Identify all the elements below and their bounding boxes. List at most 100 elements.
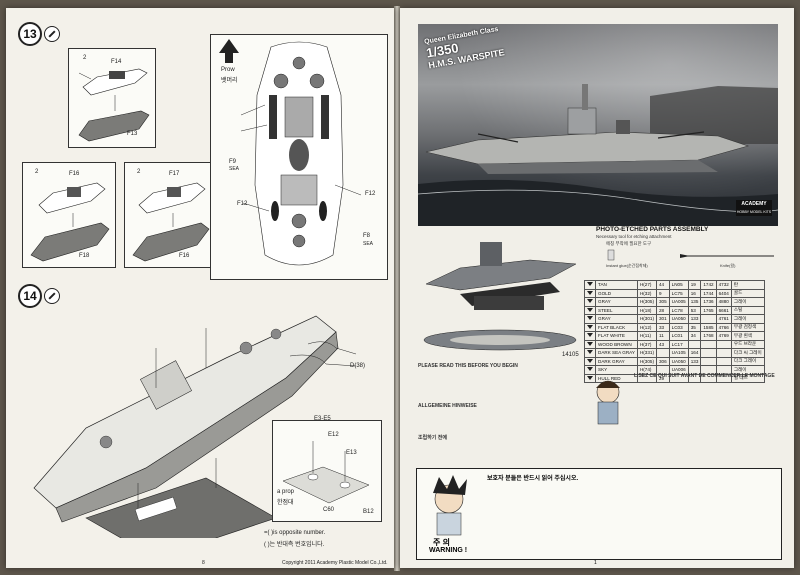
paint-cell: H(305) xyxy=(636,297,657,307)
paint-cell: LC17 xyxy=(668,339,689,349)
paint-cell: 28 xyxy=(655,305,670,315)
prow-label-kr: 뱃머리 xyxy=(221,78,238,84)
glue-icon xyxy=(44,288,60,304)
paint-marker-icon xyxy=(584,373,596,383)
part-label-e12: E12 xyxy=(328,432,339,438)
paint-cell: H(331) xyxy=(636,348,657,358)
step-13-number: 13 xyxy=(18,22,42,46)
pe-note: Necessary tool for etching attachment xyxy=(596,234,672,239)
mascot-illustration xyxy=(596,380,620,425)
paint-cell: 135 xyxy=(687,297,702,307)
paint-cell: 4769 xyxy=(715,331,732,341)
paint-cell: 골드 xyxy=(730,288,765,298)
prow-label: Prow xyxy=(221,67,235,73)
part-label-f8: F8 xyxy=(363,233,371,239)
sub-assembly-box-a: 2 F14 F13 xyxy=(68,48,156,148)
paint-cell: 4766 xyxy=(715,322,732,332)
paint-cell xyxy=(687,339,702,349)
sub-assembly-box-b: 2 F16 F18 xyxy=(22,162,116,268)
paint-cell: LC01 xyxy=(668,331,689,341)
paint-cell: 43 xyxy=(655,339,670,349)
deck-plan-diagram xyxy=(219,39,362,266)
opposite-note-kr: ( )는 반대측 번호입니다. xyxy=(264,542,325,548)
count-label: 2 xyxy=(83,55,87,61)
glue-icon xyxy=(44,26,60,42)
paint-cell xyxy=(715,356,732,366)
opposite-note: =( )is opposite number. xyxy=(264,530,326,536)
instruction-page-left: 13 2 F14 F13 2 F16 F18 2 F xyxy=(6,8,394,568)
part-label-e13: E13 xyxy=(346,450,357,456)
paint-cell xyxy=(700,356,717,366)
paint-cell: 우드 브라운 xyxy=(730,339,765,349)
paint-cell: 1768 xyxy=(700,331,717,341)
paint-cell: 11 xyxy=(655,331,670,341)
paint-marker-icon xyxy=(584,331,596,341)
paint-cell: 53 xyxy=(687,305,702,315)
sub-assembly-box-c: 2 F17 F16 xyxy=(124,162,216,268)
paint-cell: 다크 씨 그레이 xyxy=(730,348,765,358)
paint-marker-icon xyxy=(584,339,596,349)
a-prop-label-kr: 한점대 xyxy=(277,500,294,506)
copyright: Copyright 2011 Academy Plastic Model Co.… xyxy=(282,560,388,566)
paint-cell: 스틸 xyxy=(730,305,765,315)
part-label-f18: F18 xyxy=(79,253,90,259)
instructions-en: PLEASE READ THIS BEFORE YOU BEGIN xyxy=(418,364,594,369)
paint-cell: 헐 레드 xyxy=(730,373,765,383)
a-prop-label: a prop xyxy=(277,489,295,495)
deck-plan-box: Prow 뱃머리 F9 SEA F12 F12 F8 SEA xyxy=(210,34,388,280)
paint-cell: 44 xyxy=(655,280,670,290)
paint-cell: 33 xyxy=(655,322,670,332)
paint-cell: 34 xyxy=(687,331,702,341)
part-label-f12: F12 xyxy=(237,201,248,207)
paint-cell xyxy=(715,348,732,358)
count-label: 2 xyxy=(137,169,141,175)
paint-cell: DARK SEA GRAY xyxy=(595,348,638,358)
paint-cell: 305 xyxy=(655,297,670,307)
paint-cell: 1742 xyxy=(700,280,717,290)
sea-label: SEA xyxy=(363,241,374,247)
instructions-fr-title: LISEZ CE QUI SUIT AVANT DE COMMENCER LE … xyxy=(634,373,775,379)
count-label: 2 xyxy=(35,169,39,175)
glue-tool-label: Instant glue(순간접착제) xyxy=(606,263,648,268)
sea-label: SEA xyxy=(229,166,240,172)
step-14-number: 14 xyxy=(18,284,42,308)
paint-cell: GRAY xyxy=(595,297,638,307)
paint-cell: H(11) xyxy=(636,331,657,341)
paint-cell xyxy=(668,373,689,383)
paint-cell: UA050 xyxy=(668,314,689,324)
box-art: Queen Elizabeth Class 1/350 H.M.S. WARSP… xyxy=(418,24,778,226)
paint-marker-icon xyxy=(584,305,596,315)
paint-marker-icon xyxy=(584,314,596,324)
paint-marker-icon xyxy=(584,280,596,290)
paint-cell: 4880 xyxy=(715,297,732,307)
paint-cell xyxy=(700,339,717,349)
detail-box-stand: a prop 한점대 C60 B12 xyxy=(272,420,382,522)
paint-cell: 133 xyxy=(687,314,702,324)
paint-cell xyxy=(700,348,717,358)
pe-note-kr: 에칭 부착에 필요한 도구 xyxy=(606,241,652,246)
paint-cell: LC75 xyxy=(668,288,689,298)
paint-marker-icon xyxy=(584,348,596,358)
part-label-f14: F14 xyxy=(111,59,122,65)
step-14-diagram xyxy=(33,315,357,538)
paint-cell: TAN xyxy=(595,280,638,290)
paint-marker-icon xyxy=(584,322,596,332)
paint-cell: 35 xyxy=(687,322,702,332)
paint-cell: 306 xyxy=(655,356,670,366)
warning-label: WARNING ! xyxy=(429,547,468,554)
paint-cell: 탄 xyxy=(730,280,765,290)
paint-cell: WOOD BROWN xyxy=(595,339,638,349)
part-label-f16: F16 xyxy=(179,253,190,259)
paint-cell: GOLD xyxy=(595,288,638,298)
paint-cell: H(27) xyxy=(636,280,657,290)
paint-cell: 1585 xyxy=(700,322,717,332)
paint-cell: H(32) xyxy=(636,288,657,298)
paint-cell: 그레이 xyxy=(730,297,765,307)
paint-cell: LC03 xyxy=(668,322,689,332)
